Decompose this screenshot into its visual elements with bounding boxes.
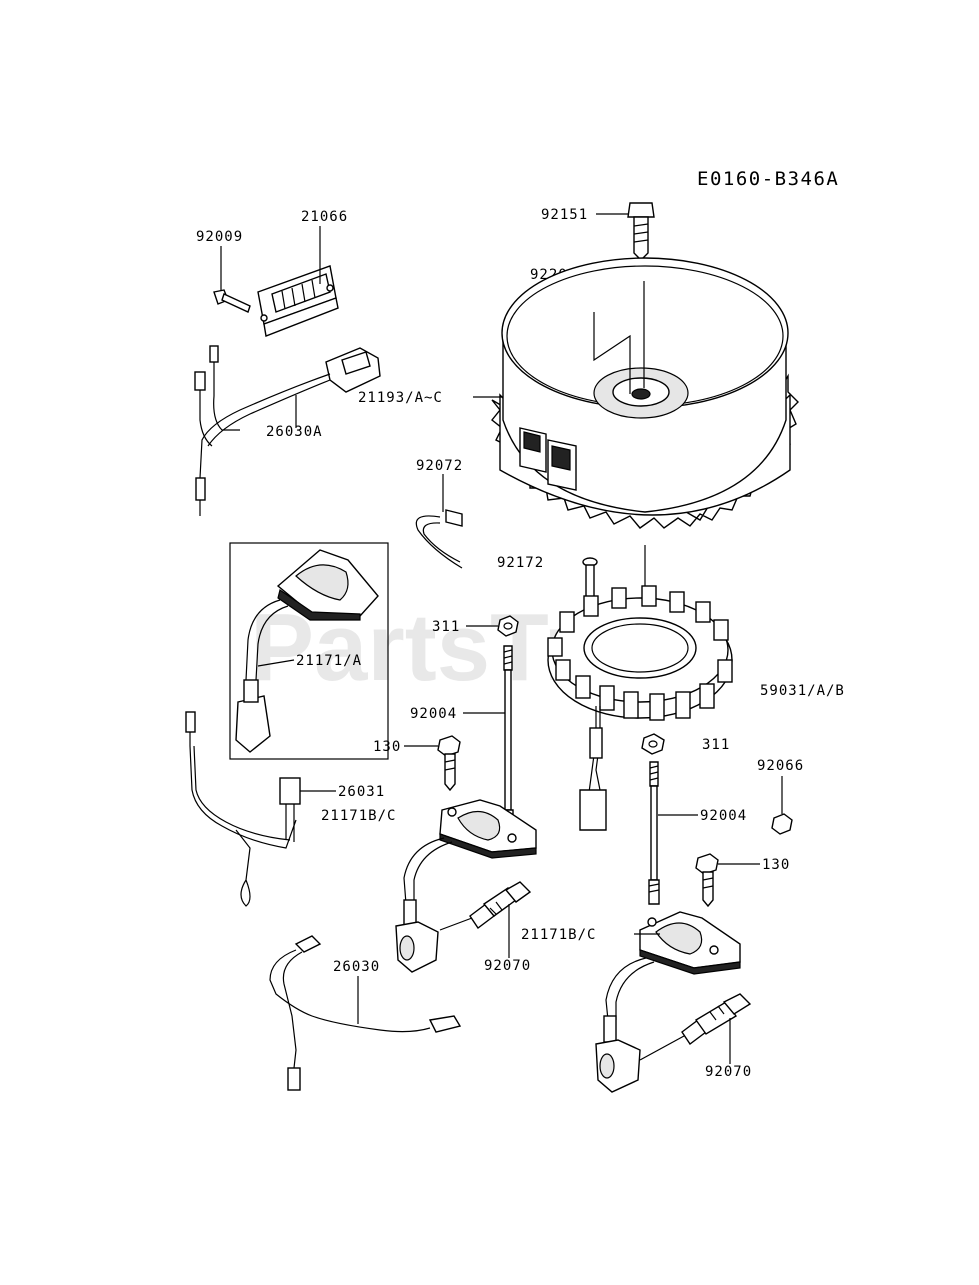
- label-26030: 26030: [333, 959, 380, 975]
- label-92070-right: 92070: [705, 1064, 752, 1080]
- label-92066: 92066: [757, 758, 804, 774]
- lead-92072[interactable]: [415, 509, 463, 569]
- label-92072: 92072: [416, 458, 463, 474]
- spark-plug-92070-left[interactable]: [439, 881, 532, 931]
- label-92004-right: 92004: [700, 808, 747, 824]
- label-21171BC-left: 21171B/C: [321, 808, 396, 824]
- stud-92004-right[interactable]: [648, 761, 660, 905]
- label-21066: 21066: [301, 209, 348, 225]
- ignition-coil-21171A[interactable]: [235, 549, 379, 753]
- label-92004-left: 92004: [410, 706, 457, 722]
- label-92151: 92151: [541, 207, 588, 223]
- label-130-left: 130: [373, 739, 401, 755]
- ignition-coil-21171BC-left[interactable]: [395, 799, 537, 973]
- label-21193: 21193/A~C: [358, 390, 443, 406]
- stud-92004-left[interactable]: [502, 645, 514, 831]
- bolt-92151[interactable]: [627, 202, 655, 261]
- label-26031: 26031: [338, 784, 385, 800]
- label-311-upper: 311: [432, 619, 460, 635]
- label-59031: 59031/A/B: [760, 683, 845, 699]
- harness-26030A[interactable]: [194, 345, 381, 516]
- bolt-130-left[interactable]: [437, 735, 461, 792]
- label-92070-left: 92070: [484, 958, 531, 974]
- label-130-right: 130: [762, 857, 790, 873]
- label-92172: 92172: [497, 555, 544, 571]
- label-21171A: 21171/A: [296, 653, 362, 669]
- label-311-lower: 311: [702, 737, 730, 753]
- label-21171BC-right: 21171B/C: [521, 927, 596, 943]
- screw-92009[interactable]: [213, 289, 251, 313]
- spark-plug-92070-right[interactable]: [639, 993, 752, 1061]
- harness-26031[interactable]: [185, 711, 301, 907]
- screw-92172[interactable]: [582, 557, 598, 605]
- nut-92066[interactable]: [771, 813, 793, 835]
- diagram-code: E0160-B346A: [697, 168, 839, 190]
- nut-311[interactable]: [497, 615, 519, 637]
- stator-59031[interactable]: [547, 585, 733, 831]
- flywheel-21193[interactable]: [491, 257, 799, 529]
- bolt-130-right[interactable]: [695, 853, 719, 908]
- harness-26030[interactable]: [269, 935, 462, 1091]
- regulator-21066[interactable]: [257, 265, 339, 337]
- label-26030A: 26030A: [266, 424, 323, 440]
- ignition-coil-21171BC-right[interactable]: [595, 911, 741, 1093]
- nut-311-lower[interactable]: [641, 733, 665, 755]
- inset-box: [229, 542, 389, 760]
- label-92009: 92009: [196, 229, 243, 245]
